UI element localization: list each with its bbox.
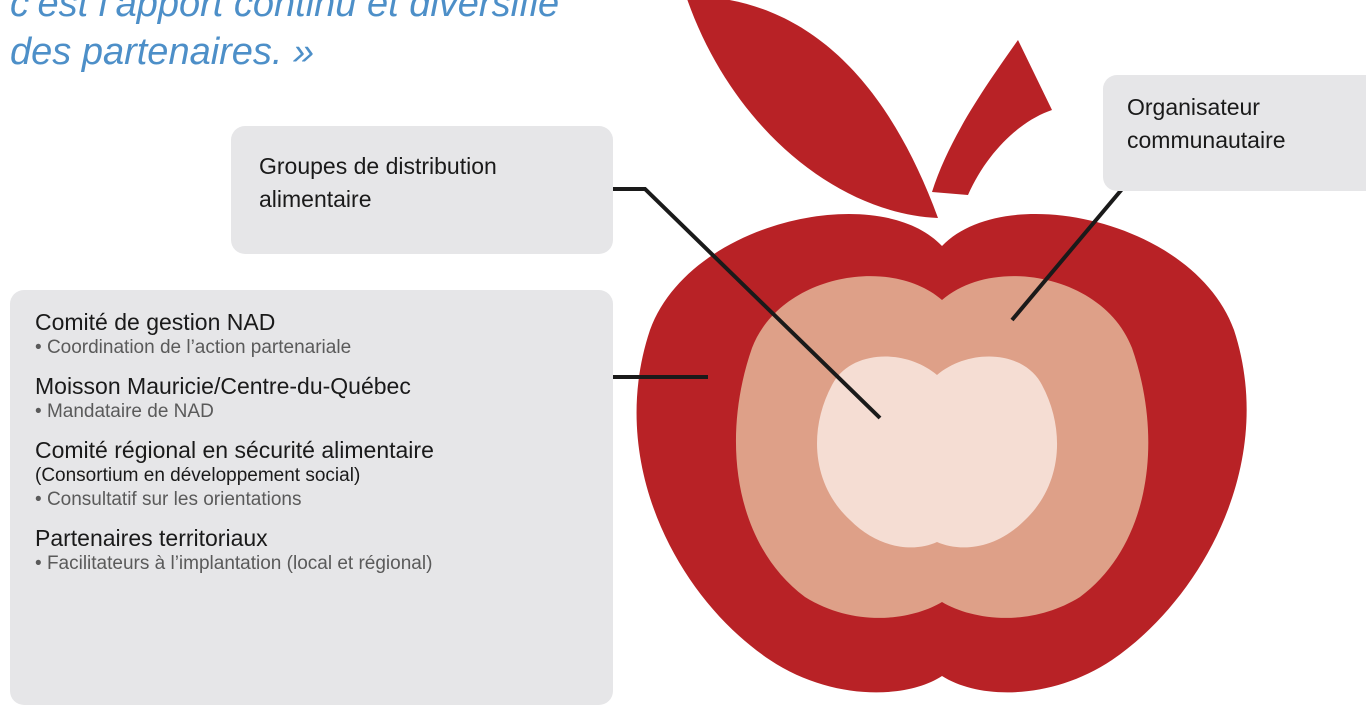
bullet-icon: •: [35, 337, 42, 358]
partner-title: Comité de gestion NAD: [35, 309, 276, 335]
partner-bullet: • Consultatif sur les orientations: [35, 489, 302, 510]
partner-entry-comite-gestion: Comité de gestion NAD • Coordination de …: [35, 308, 434, 360]
apple-leaf: [687, 0, 938, 218]
apple-stem: [932, 40, 1052, 195]
quote-line-1: c’est l’apport continu et diversifié: [10, 0, 560, 25]
bullet-icon: •: [35, 553, 42, 574]
quote-text: c’est l’apport continu et diversifié des…: [10, 0, 559, 76]
partner-subtitle: (Consortium en développement social): [35, 465, 361, 486]
partner-bullet: • Facilitateurs à l’implantation (local …: [35, 553, 433, 574]
leader-line-organisateur: [1010, 180, 1130, 322]
bullet-icon: •: [35, 489, 42, 510]
apple-core: [817, 356, 1058, 548]
partner-title: Comité régional en sécurité alimentaire: [35, 437, 434, 463]
partner-bullet: • Coordination de l’action partenariale: [35, 337, 352, 358]
partner-bullet: • Mandataire de NAD: [35, 401, 214, 422]
callout-distribution-groups: Groupes de distribution alimentaire: [231, 126, 613, 254]
callout-partners-list: Comité de gestion NAD • Coordination de …: [10, 290, 613, 705]
partner-list: Comité de gestion NAD • Coordination de …: [35, 308, 434, 588]
callout-community-organizer: Organisateur communautaire: [1103, 75, 1366, 191]
partner-entry-territoriaux: Partenaires territoriaux • Facilitateurs…: [35, 524, 434, 576]
callout-distribution-label: Groupes de distribution alimentaire: [259, 153, 497, 212]
partner-entry-comite-regional: Comité régional en sécurité alimentaire …: [35, 436, 434, 512]
partner-title: Moisson Mauricie/Centre-du-Québec: [35, 373, 411, 399]
partner-entry-moisson: Moisson Mauricie/Centre-du-Québec • Mand…: [35, 372, 434, 424]
bullet-icon: •: [35, 401, 42, 422]
callout-organisateur-label: Organisateur communautaire: [1127, 94, 1286, 153]
partner-title: Partenaires territoriaux: [35, 525, 268, 551]
quote-line-2: des partenaires. »: [10, 31, 315, 73]
leader-line-distribution: [613, 187, 882, 420]
